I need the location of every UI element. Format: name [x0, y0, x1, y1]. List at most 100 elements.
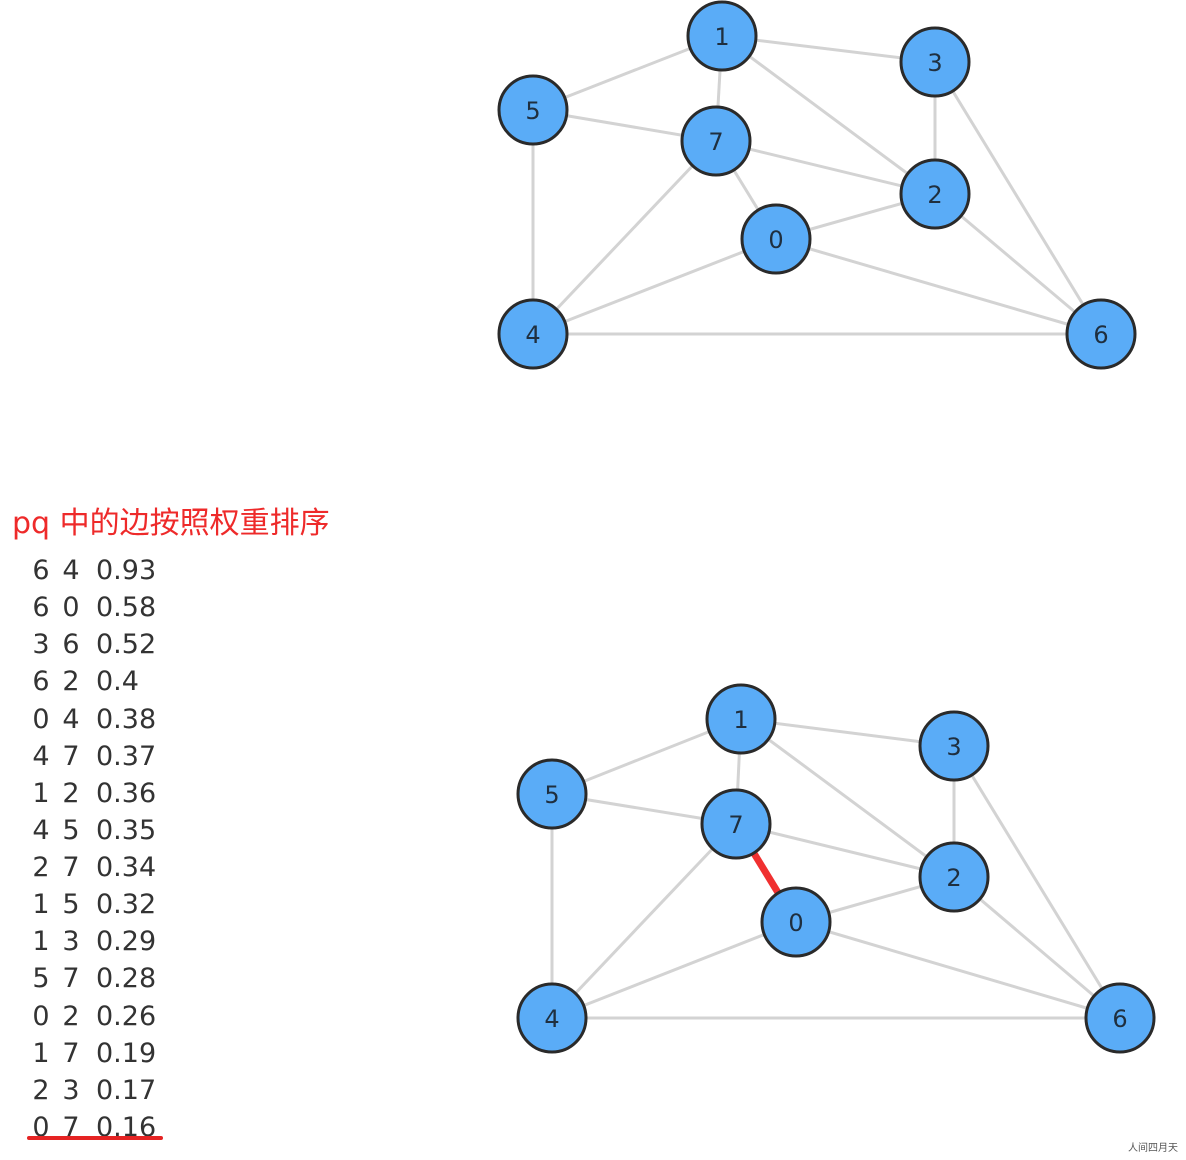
node-circle [918, 710, 990, 782]
node-4: 4 [497, 298, 569, 370]
node-2: 2 [918, 841, 990, 913]
pq-from: 3 [32, 629, 50, 661]
pq-weight: 0.16 [96, 1111, 157, 1143]
node-label: 2 [927, 181, 942, 209]
selected-edge-underline [27, 1136, 163, 1140]
pq-to: 6 [62, 629, 80, 661]
edge-7-2 [735, 822, 955, 879]
pq-to: 2 [62, 777, 80, 809]
edge-0-4 [532, 237, 777, 336]
node-label: 0 [768, 226, 783, 254]
pq-from: 1 [32, 889, 50, 921]
pq-weight: 0.35 [96, 814, 157, 846]
pq-from: 1 [32, 926, 50, 958]
pq-from: 2 [32, 852, 50, 883]
edge-1-2 [721, 34, 936, 196]
pq-from: 5 [32, 963, 50, 995]
edge-3-6 [933, 61, 1103, 335]
node-label: 1 [733, 706, 748, 734]
node-circle [1065, 298, 1137, 370]
pq-weight: 0.93 [96, 555, 157, 586]
pq-from: 0 [32, 1111, 50, 1143]
pq-from: 6 [32, 592, 50, 624]
node-6: 6 [1065, 298, 1137, 370]
node-circle [760, 886, 832, 958]
pq-from: 4 [32, 814, 50, 846]
pq-to: 5 [62, 889, 80, 921]
pq-weight: 0.28 [96, 963, 157, 995]
pq-from: 6 [32, 666, 50, 698]
node-0: 0 [760, 886, 832, 958]
node-circle [700, 788, 772, 860]
node-circle [686, 0, 758, 72]
pq-from: 6 [32, 555, 50, 586]
node-4: 4 [516, 982, 588, 1054]
pq-to: 7 [62, 852, 80, 883]
pq-to: 7 [62, 1111, 80, 1143]
node-label: 3 [946, 733, 961, 761]
pq-to: 7 [62, 740, 80, 772]
pq-to: 2 [62, 666, 80, 698]
node-circle [740, 203, 812, 275]
pq-to: 7 [62, 1037, 80, 1069]
edge-1-2 [740, 717, 955, 879]
pq-weight: 0.32 [96, 889, 157, 921]
pq-from: 0 [32, 1000, 50, 1032]
pq-to: 7 [62, 963, 80, 995]
edge-0-6 [795, 920, 1121, 1020]
pq-title: pq 中的边按照权重排序 [12, 506, 330, 541]
node-circle [516, 982, 588, 1054]
node-circle [516, 758, 588, 830]
node-label: 5 [525, 97, 540, 125]
node-label: 3 [927, 49, 942, 77]
edge-2-6 [953, 875, 1121, 1020]
node-7: 7 [680, 105, 752, 177]
pq-weight: 0.34 [96, 852, 157, 883]
pq-to: 5 [62, 814, 80, 846]
node-circle [899, 158, 971, 230]
pq-to: 3 [62, 1074, 80, 1106]
node-label: 7 [728, 811, 743, 839]
node-label: 2 [946, 864, 961, 892]
node-circle [680, 105, 752, 177]
node-circle [918, 841, 990, 913]
edge-3-6 [952, 745, 1122, 1019]
node-circle [1084, 982, 1156, 1054]
edge-7-2 [715, 139, 936, 196]
pq-weight: 0.36 [96, 777, 157, 809]
pq-weight: 0.29 [96, 926, 157, 958]
node-0: 0 [740, 203, 812, 275]
node-circle [899, 26, 971, 98]
node-5: 5 [497, 74, 569, 146]
node-3: 3 [918, 710, 990, 782]
pq-from: 4 [32, 740, 50, 772]
pq-weight: 0.38 [96, 703, 157, 735]
pq-weight: 0.37 [96, 740, 157, 772]
edge-0-6 [775, 237, 1102, 336]
edge-7-4 [531, 139, 718, 336]
node-6: 6 [1084, 982, 1156, 1054]
node-1: 1 [705, 683, 777, 755]
edge-7-4 [550, 822, 738, 1020]
pq-weight: 0.4 [96, 666, 139, 698]
pq-weight: 0.52 [96, 629, 157, 661]
node-circle [705, 683, 777, 755]
pq-from: 1 [32, 777, 50, 809]
